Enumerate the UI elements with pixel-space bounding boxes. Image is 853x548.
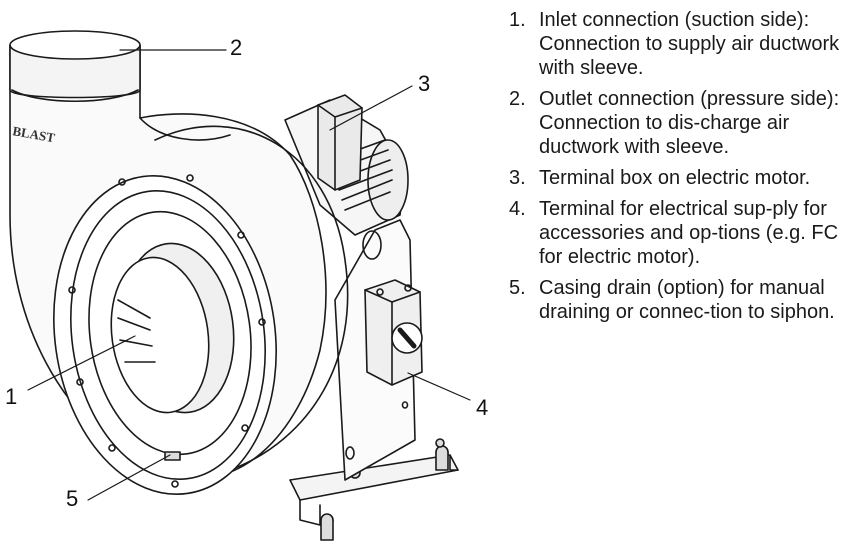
- brand-plate: BLAST: [11, 123, 56, 145]
- callout-2: 2: [230, 35, 243, 60]
- base-frame: [289, 438, 459, 541]
- legend-item: 4. Terminal for electrical sup-ply for a…: [509, 197, 845, 269]
- legend-text: Terminal for electrical sup-ply for acce…: [539, 198, 839, 268]
- leader-lines: [27, 49, 471, 501]
- legend-text: Casing drain (option) for manual drainin…: [539, 277, 835, 323]
- callout-4: 4: [476, 395, 489, 420]
- legend-item: 1. Inlet connection (suction side): Conn…: [509, 8, 845, 80]
- accessory-terminal-box: [364, 279, 423, 386]
- legend-number: 2.: [509, 88, 526, 110]
- legend-item: 2. Outlet connection (pressure side): Co…: [509, 87, 845, 159]
- legend-text: Outlet connection (pressure side): Conne…: [539, 88, 840, 158]
- outlet-duct: [9, 30, 141, 103]
- legend-number: 3.: [509, 167, 526, 189]
- fan-illustration: BLAST: [9, 30, 471, 541]
- legend-number: 4.: [509, 198, 526, 220]
- motor-terminal-box: [317, 94, 363, 191]
- legend-item: 3. Terminal box on electric motor.: [509, 166, 845, 190]
- inlet-connection: [110, 242, 235, 414]
- parts-legend: 1. Inlet connection (suction side): Conn…: [509, 8, 845, 331]
- legend-text: Terminal box on electric motor.: [539, 167, 811, 189]
- legend-number: 1.: [509, 9, 526, 31]
- legend-number: 5.: [509, 277, 526, 299]
- callout-3: 3: [418, 71, 431, 96]
- callout-5: 5: [66, 486, 79, 511]
- legend-item: 5. Casing drain (option) for manual drai…: [509, 276, 845, 324]
- callout-1: 1: [5, 384, 18, 409]
- legend-text: Inlet connection (suction side): Connect…: [539, 9, 840, 79]
